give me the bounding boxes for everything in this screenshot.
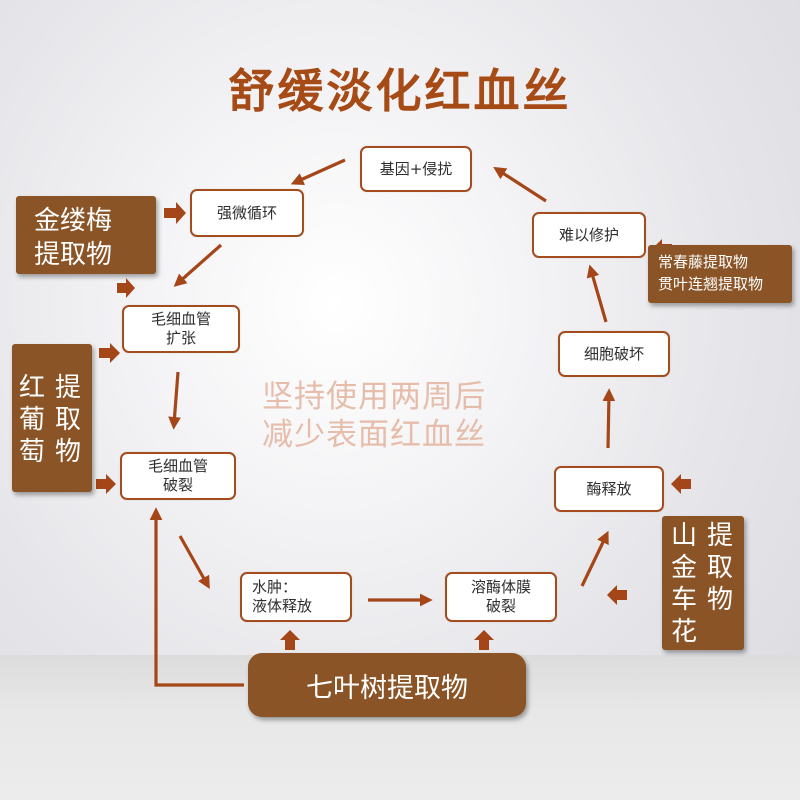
node-enzyme: 酶释放 <box>554 466 664 512</box>
arrow-rupture-to-edema <box>178 535 210 590</box>
slogan-line-1: 坚持使用两周后 <box>262 379 486 415</box>
ingredient-red-grape-char4: 提 <box>54 373 81 403</box>
node-lysosome: 溶酶体膜 破裂 <box>445 572 557 622</box>
pointer-to-enzyme <box>671 474 691 494</box>
pointer-to-edema <box>280 630 300 650</box>
ingredient-horse-chestnut-text: 七叶树提取物 <box>306 672 468 704</box>
pointer-to-circulation <box>164 202 186 224</box>
node-cell-damage: 细胞破坏 <box>558 331 670 377</box>
arrow-repair-to-gene <box>493 166 547 203</box>
ingredient-hypericum-line: 贯叶连翘提取物 <box>658 275 764 293</box>
node-capillary-rupture: 毛细血管 破裂 <box>120 452 236 500</box>
slogan: 坚持使用两周后 减少表面红血丝 <box>262 378 552 454</box>
node-capillary-rupture-line2: 破裂 <box>162 476 193 494</box>
ingredient-arnica-char1: 山 <box>670 521 697 551</box>
pointer-to-rupture <box>96 474 116 494</box>
ingredient-arnica-col2: 提 取 物 <box>706 520 734 616</box>
node-capillary-dilation: 毛细血管 扩张 <box>122 305 240 353</box>
arrow-circulation-to-dilation <box>173 243 223 287</box>
ingredient-arnica-char4: 花 <box>670 617 697 647</box>
ingredient-arnica-char6: 取 <box>706 553 733 583</box>
ingredient-witch-hazel: 金缕梅 提取物 <box>16 196 156 274</box>
ingredient-arnica-char5: 提 <box>706 521 733 551</box>
node-enzyme-text: 酶释放 <box>586 479 632 498</box>
ingredient-red-grape-col1: 红 葡 萄 <box>18 372 46 468</box>
pointer-to-dilation <box>99 343 120 363</box>
node-gene-text: 基因+侵扰 <box>379 159 453 178</box>
pointer-to-lysosome-right <box>607 585 627 605</box>
node-edema-line1: 水肿： <box>252 578 298 596</box>
node-weak-circulation-text: 强微循环 <box>216 203 277 222</box>
node-edema: 水肿： 液体释放 <box>240 572 352 622</box>
ingredient-arnica-col1: 山 金 车 花 <box>670 520 698 648</box>
ingredient-arnica-char2: 金 <box>670 553 697 583</box>
node-cell-damage-text: 细胞破坏 <box>583 344 644 363</box>
node-weak-circulation: 强微循环 <box>190 189 304 237</box>
ingredient-red-grape: 红 葡 萄 提 取 物 <box>12 344 92 492</box>
ingredient-red-grape-char2: 葡 <box>18 405 45 435</box>
pointer-to-dilation-top <box>117 278 135 298</box>
ingredient-witch-hazel-line2: 提取物 <box>34 240 113 270</box>
node-lysosome-line2: 破裂 <box>485 597 516 615</box>
node-capillary-dilation-line2: 扩张 <box>165 329 196 347</box>
ingredient-arnica-char7: 物 <box>706 585 733 615</box>
ingredient-red-grape-char1: 红 <box>18 373 45 403</box>
arrow-enzyme-to-cell <box>602 388 616 449</box>
ingredient-red-grape-char5: 取 <box>54 405 81 435</box>
node-capillary-rupture-line1: 毛细血管 <box>147 457 208 475</box>
arrow-horse-chestnut-loop <box>149 507 244 687</box>
ingredient-horse-chestnut: 七叶树提取物 <box>248 653 526 717</box>
arrow-dilation-to-rupture <box>168 371 181 430</box>
ingredient-arnica: 山 金 车 花 提 取 物 <box>662 516 744 650</box>
arrow-cell-to-repair <box>586 264 608 323</box>
ingredient-arnica-char3: 车 <box>670 585 697 615</box>
ingredient-red-grape-col2: 提 取 物 <box>54 372 82 468</box>
arrow-lysosome-to-enzyme <box>580 530 609 587</box>
node-gene: 基因+侵扰 <box>360 146 472 192</box>
node-capillary-dilation-line1: 毛细血管 <box>150 310 211 328</box>
node-lysosome-line1: 溶酶体膜 <box>470 578 531 596</box>
ingredient-witch-hazel-line1: 金缕梅 <box>34 206 113 236</box>
ingredient-red-grape-char6: 物 <box>54 437 81 467</box>
node-hard-repair: 难以修护 <box>532 212 646 258</box>
pointer-to-lysosome <box>474 630 494 650</box>
page-title: 舒缓淡化红血丝 <box>228 64 572 118</box>
arrow-gene-to-circulation <box>290 158 346 185</box>
node-edema-line2: 液体释放 <box>252 597 313 615</box>
ingredient-ivy-hypericum: 常春藤提取物 贯叶连翘提取物 <box>648 245 792 303</box>
node-hard-repair-text: 难以修护 <box>558 225 619 244</box>
ingredient-red-grape-char3: 萄 <box>18 437 45 467</box>
slogan-line-2: 减少表面红血丝 <box>262 417 486 453</box>
ingredient-ivy-line: 常春藤提取物 <box>658 253 749 271</box>
